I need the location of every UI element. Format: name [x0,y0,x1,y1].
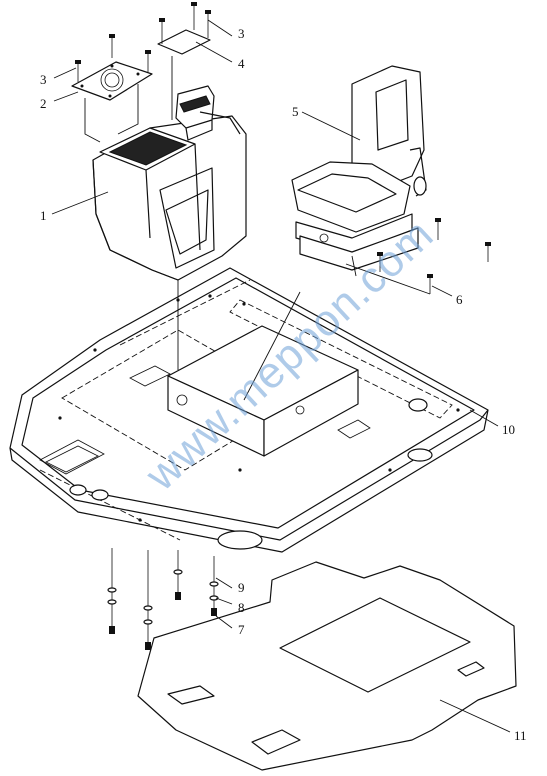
callout-3-right: 3 [238,26,245,41]
seat-bolts [345,218,491,295]
callout-3-left: 3 [40,72,47,87]
callout-1: 1 [40,208,47,223]
operator-seat [291,65,427,277]
floor-mat [137,561,517,771]
mounting-plate [71,61,153,143]
callout-5: 5 [292,104,299,119]
callout-2: 2 [40,96,47,111]
callout-leaders [51,19,511,733]
callout-7: 7 [238,622,245,637]
control-console [92,85,247,281]
screw-set-left [75,34,151,82]
callout-11: 11 [514,728,527,743]
callout-4: 4 [238,56,245,71]
cover-plate [157,2,211,120]
callout-8: 8 [238,600,245,615]
callout-9: 9 [238,580,245,595]
callout-10: 10 [502,422,515,437]
fastener-stacks [107,548,219,650]
center-console-box [167,325,359,457]
callout-6: 6 [456,292,463,307]
